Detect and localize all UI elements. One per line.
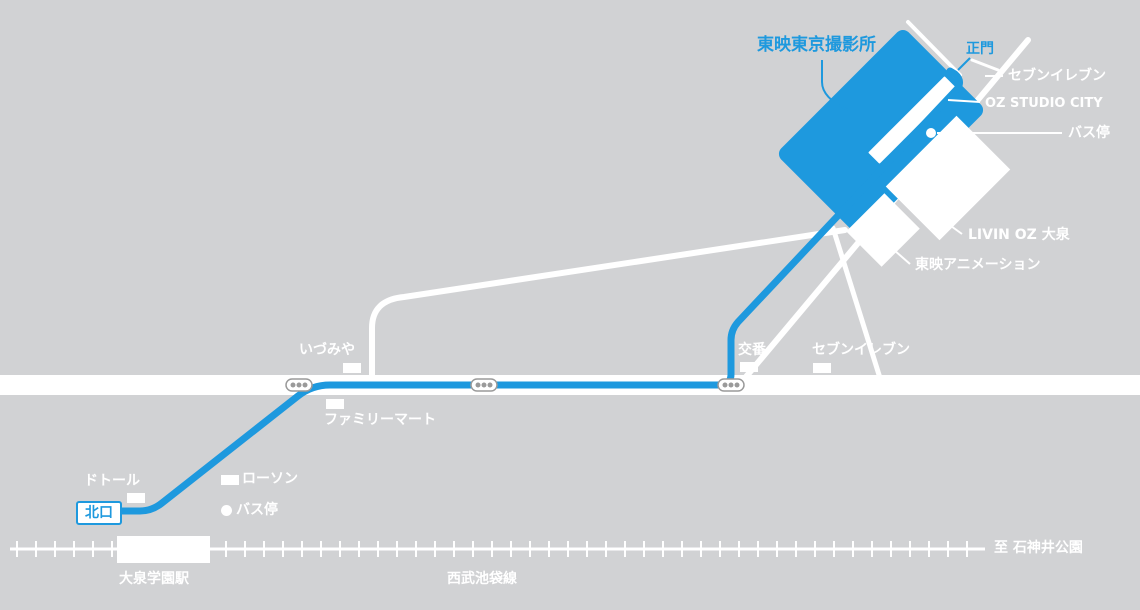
station-label: 大泉学園駅 <box>119 571 189 587</box>
crosswalk-icon <box>717 378 745 392</box>
road-small-2 <box>970 58 1000 72</box>
road-vertical-east <box>830 225 883 381</box>
bus-stop-icon <box>926 128 936 138</box>
familymart-label: ファミリーマート <box>324 412 436 428</box>
bus-stop-bottom-label: バス停 <box>236 502 278 518</box>
road-north-branch <box>369 227 848 381</box>
crosswalk-icon <box>470 378 498 392</box>
koban-label: 交番 <box>738 342 766 358</box>
station-building-icon <box>117 536 210 563</box>
north-exit-label: 北口 <box>76 501 122 525</box>
crosswalk-icon <box>285 378 313 392</box>
shop-icon <box>221 475 239 485</box>
road-small-1 <box>906 20 962 77</box>
shop-icon <box>813 363 831 373</box>
shop-icon <box>343 363 361 373</box>
doutor-label: ドトール <box>84 473 140 489</box>
bus-stop-icon <box>221 505 232 516</box>
main-gate-label: 正門 <box>966 41 994 57</box>
studio-label: 東映東京撮影所 <box>757 35 876 55</box>
toei-animation-building <box>846 193 920 267</box>
buildings <box>778 29 1011 267</box>
seven-eleven-top-label: セブンイレブン <box>1008 68 1106 84</box>
leader-lines <box>821 57 1062 265</box>
seven-eleven-mid-label: セブンイレブン <box>812 342 910 358</box>
shop-icon <box>127 493 145 503</box>
studio-building <box>778 29 984 235</box>
toei-animation-label: 東映アニメーション <box>915 257 1041 273</box>
lawson-label: ローソン <box>242 471 298 487</box>
bus-stop-top-label: バス停 <box>1068 125 1110 141</box>
livin-oz-building <box>885 115 1011 241</box>
direction-label: 至 石神井公園 <box>994 540 1083 556</box>
shop-icon <box>326 399 344 409</box>
railway-label: 西武池袋線 <box>447 571 517 587</box>
oz-studio-city-label: OZ STUDIO CITY <box>985 96 1103 111</box>
shop-icon <box>740 362 758 372</box>
izumiya-label: いづみや <box>299 342 355 358</box>
livin-oz-label: LIVIN OZ 大泉 <box>968 227 1070 243</box>
